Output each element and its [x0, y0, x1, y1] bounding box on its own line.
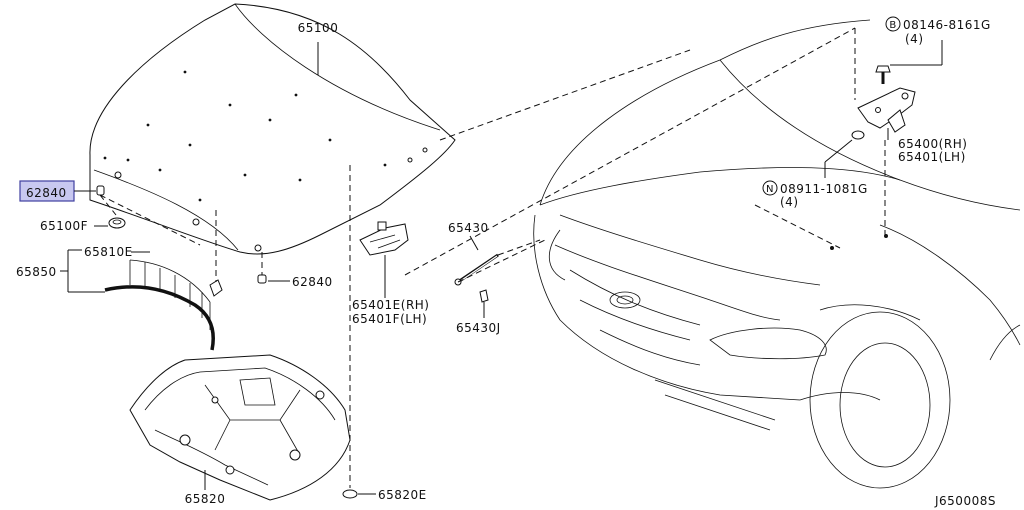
label-hood-clip: 62840	[292, 275, 333, 289]
bolt-08146[interactable]	[875, 65, 891, 84]
hood-seal-strip[interactable]	[104, 259, 215, 351]
fastener-65820E[interactable]	[342, 489, 358, 499]
label-stay-clip: 65430J	[456, 321, 501, 335]
label-bolt: 08146-8161G	[903, 18, 991, 32]
hood-lock[interactable]	[359, 221, 409, 256]
bumper-rubber[interactable]	[108, 217, 126, 229]
label-nut-qty: (4)	[780, 195, 799, 209]
clip-62840-right[interactable]	[257, 274, 267, 284]
N-circle-icon	[762, 180, 778, 196]
clip-62840-left[interactable]	[96, 185, 105, 196]
label-under-cover: 65820	[185, 492, 226, 506]
stay-rod-clip[interactable]	[479, 289, 489, 303]
vehicle-body	[533, 19, 1021, 489]
label-fastener: 65820E	[378, 488, 427, 502]
hood-hinge[interactable]	[857, 87, 916, 133]
label-hinge-rh: 65400(RH)	[898, 137, 967, 151]
hood-panel[interactable]	[89, 3, 456, 255]
label-bumper-rubber: 65100F	[40, 219, 88, 233]
diagram-code: J650008S	[934, 494, 996, 508]
label-insulator-clip: 65810E	[84, 245, 133, 259]
label-bolt-qty: (4)	[905, 32, 924, 46]
label-hood-lock-rh: 65401E(RH)	[352, 298, 429, 312]
engine-under-cover[interactable]	[129, 354, 351, 501]
svg-text:N: N	[766, 184, 774, 195]
label-clip-highlighted[interactable]: 62840	[26, 186, 67, 200]
label-hinge-lh: 65401(LH)	[898, 150, 966, 164]
nut-08911[interactable]	[851, 130, 865, 140]
hood-stay-rod[interactable]	[454, 253, 499, 286]
B-circle-icon	[885, 16, 901, 32]
label-insulator-group: 65850	[16, 265, 57, 279]
svg-text:B: B	[889, 20, 896, 31]
insulator-clip-65810E[interactable]	[209, 279, 223, 297]
label-stay-rod: 65430	[448, 221, 489, 235]
label-hood: 65100	[298, 21, 339, 35]
label-hood-lock-lh: 65401F(LH)	[352, 312, 427, 326]
label-nut: 08911-1081G	[780, 182, 868, 196]
